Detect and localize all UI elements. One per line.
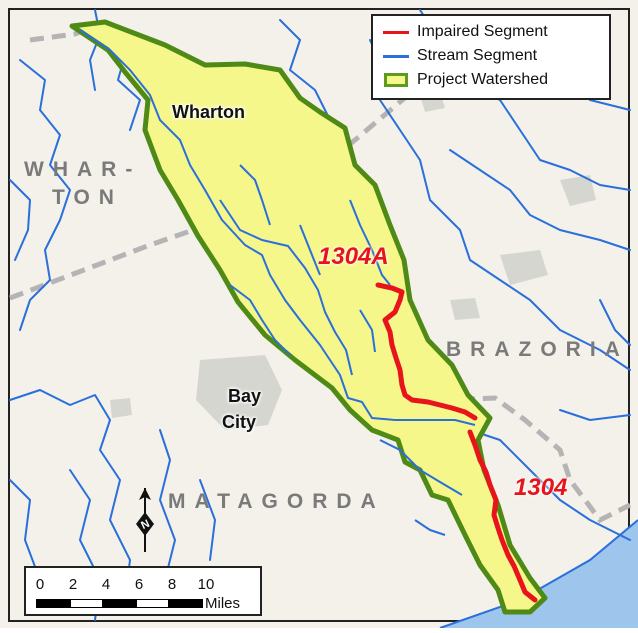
scale-bar: 0 2 4 6 8 10 Miles [24, 566, 262, 616]
legend-item-impaired: Impaired Segment [381, 20, 609, 44]
scale-units: Miles [205, 595, 241, 612]
coastal-water [440, 520, 638, 628]
county-label-matagorda: MATAGORDA [168, 490, 385, 513]
city-label-wharton: Wharton [172, 102, 245, 122]
scale-segment-3 [103, 599, 136, 608]
scale-tick-10: 10 [197, 576, 215, 593]
project-watershed [69, 19, 548, 615]
scale-segment-1 [36, 599, 70, 608]
legend-label-stream: Stream Segment [417, 47, 538, 64]
watershed-polygon-icon [384, 73, 408, 87]
scale-segment-4 [136, 599, 169, 608]
map-border [8, 8, 630, 622]
blue-line-icon [381, 48, 411, 64]
city-label-bay-city-line1: Bay [228, 386, 262, 406]
legend-label-impaired: Impaired Segment [417, 23, 548, 40]
coastline [439, 519, 638, 629]
map-legend: Impaired Segment Stream Segment Project … [371, 14, 611, 100]
segment-label-1304a: 1304A [318, 243, 389, 270]
legend-item-watershed: Project Watershed [381, 68, 609, 92]
watershed-streams [79, 29, 476, 536]
impaired-segments [375, 282, 538, 603]
red-line-icon [381, 24, 411, 40]
county-label-wharton-line1: WHAR- [24, 158, 142, 181]
legend-item-stream: Stream Segment [381, 44, 609, 68]
county-label-wharton-line2: TON [52, 186, 123, 209]
impaired-segment-1304 [467, 429, 538, 603]
scale-tick-0: 0 [35, 576, 45, 593]
scale-segment-5 [169, 599, 203, 608]
scale-tick-4: 4 [101, 576, 111, 593]
city-label-bay-city-line2: City [222, 412, 257, 432]
scale-segment-2 [70, 599, 103, 608]
county-label-brazoria: BRAZORIA [446, 338, 629, 361]
scale-tick-2: 2 [68, 576, 78, 593]
scale-tick-6: 6 [134, 576, 144, 593]
impaired-segment-1304a [375, 282, 478, 421]
north-arrow-icon: N [136, 488, 154, 552]
segment-label-1304: 1304 [514, 474, 568, 501]
legend-label-watershed: Project Watershed [417, 71, 549, 88]
scale-tick-8: 8 [167, 576, 177, 593]
